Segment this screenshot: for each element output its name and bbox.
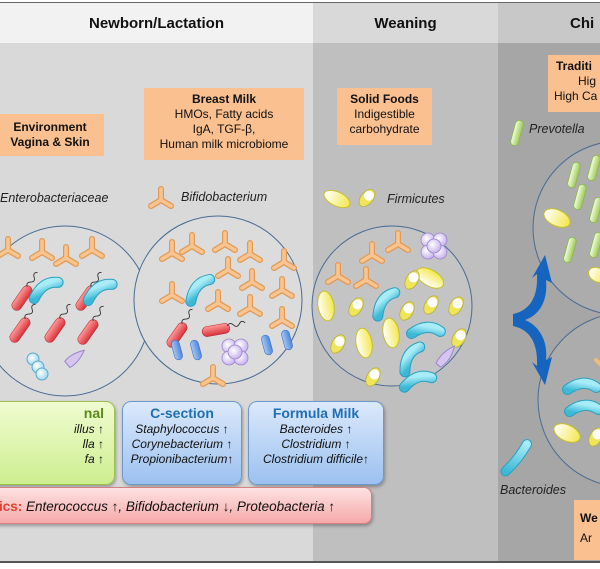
vaginal-line: lla ↑ (82, 437, 104, 451)
vaginal-title: nal (83, 405, 104, 421)
legend-firmicutes: Firmicutes (387, 192, 445, 206)
formula-milk-line: Bacteroides ↑ (279, 422, 353, 436)
breast-milk-line: Human milk microbiome (159, 137, 289, 151)
breast-milk-title: Breast Milk (191, 92, 257, 106)
antibiotics-effects: Enterococcus ↑, Bifidobacterium ↓, Prote… (26, 499, 336, 514)
c-section-line: Corynebacterium ↑ (131, 437, 233, 451)
formula-milk-line: Clostridium difficile↑ (262, 452, 370, 466)
c-section-line: Staphylococcus ↑ (135, 422, 229, 436)
top-border (0, 2, 600, 3)
traditional-diet-box: Traditi Hig High Ca (548, 55, 600, 112)
formula-milk-box: Formula Milk Bacteroides ↑ Clostridium ↑… (248, 401, 384, 485)
western-line: Ar (580, 531, 592, 545)
legend-bifidobacterium: Bifidobacterium (181, 190, 268, 204)
c-section-box: C-section Staphylococcus ↑ Corynebacteri… (122, 401, 242, 485)
antibiotics-box: ics: Enterococcus ↑, Bifidobacterium ↓, … (0, 487, 372, 524)
western-title: We (580, 511, 598, 525)
solid-foods-title: Solid Foods (350, 92, 419, 106)
solid-foods-line: carbohydrate (349, 122, 420, 136)
legend-enterobacteriaceae: Enterobacteriaceae (0, 191, 109, 205)
environment-subtitle: Vagina & Skin (10, 135, 90, 149)
bottom-border (0, 561, 600, 563)
stage-header-newborn: Newborn/Lactation (0, 3, 313, 43)
vaginal-line: illus ↑ (73, 422, 104, 436)
breast-milk-box: Breast Milk HMOs, Fatty acids IgA, TGF-β… (144, 88, 304, 160)
c-section-line: Propionibacterium↑ (130, 452, 234, 466)
traditional-title: Traditi (556, 59, 593, 73)
formula-milk-title: Formula Milk (272, 405, 360, 421)
solid-foods-line: Indigestible (354, 107, 415, 121)
traditional-line: Hig (578, 74, 597, 88)
legend-prevotella: Prevotella (529, 122, 585, 136)
breast-milk-line: HMOs, Fatty acids (174, 107, 274, 121)
stage-header-childhood: Chi (498, 3, 600, 43)
environment-title: Environment (13, 120, 87, 134)
vaginal-delivery-box: nal illus ↑ lla ↑ fa ↑ (0, 401, 115, 485)
antibiotics-label: ics: (0, 499, 23, 514)
legend-bacteroides: Bacteroides (500, 483, 567, 497)
formula-milk-line: Clostridium ↑ (281, 437, 351, 451)
solid-foods-box: Solid Foods Indigestible carbohydrate (337, 88, 432, 145)
environment-box: Environment Vagina & Skin (0, 114, 104, 156)
western-diet-box: We Ar (574, 500, 600, 560)
vaginal-line: fa ↑ (84, 452, 104, 466)
traditional-line: High Ca (554, 89, 598, 103)
breast-milk-line: IgA, TGF-β, (192, 122, 256, 136)
c-section-title: C-section (150, 405, 214, 421)
stage-header-weaning: Weaning (313, 3, 498, 43)
